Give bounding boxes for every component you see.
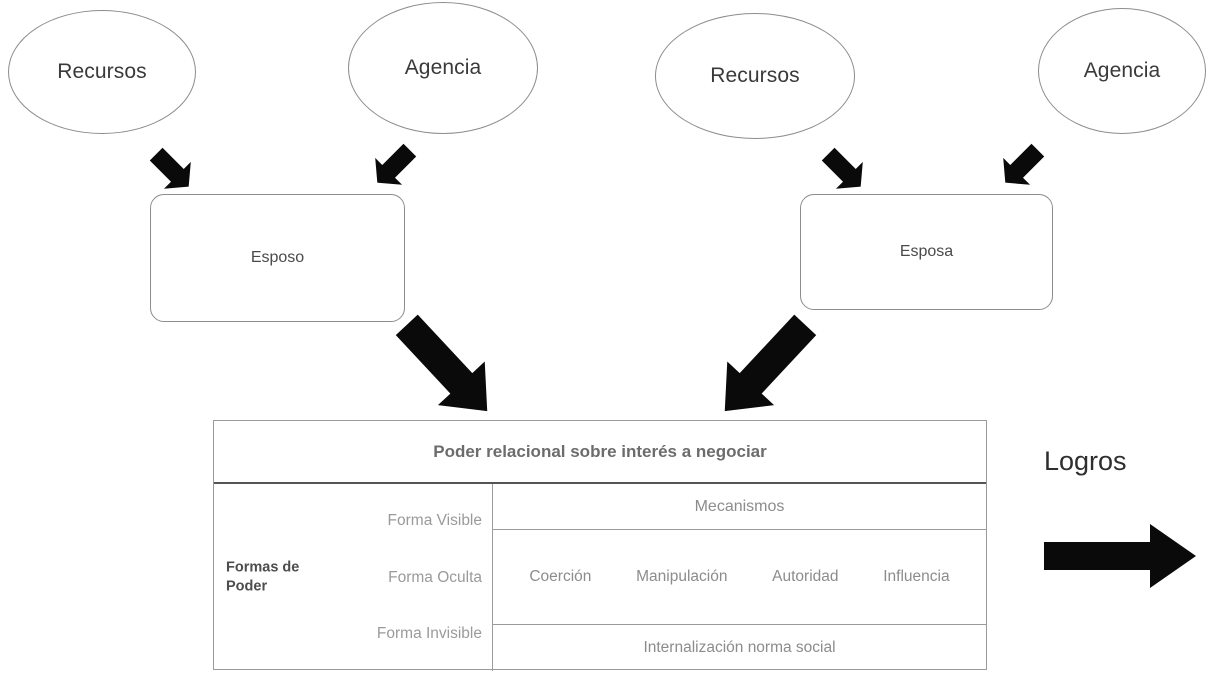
internalizacion-row: Internalización norma social — [493, 625, 986, 671]
mecanismos-items-row: Coerción Manipulación Autoridad Influenc… — [493, 530, 986, 625]
ellipse-label: Agencia — [1083, 59, 1161, 82]
table-header-row: Poder relacional sobre interés a negocia… — [214, 421, 986, 484]
ellipse-agencia-esposa: Agencia — [1038, 8, 1206, 134]
arrow-esposa-to-table — [700, 312, 830, 424]
mecanismo-autoridad: Autoridad — [772, 568, 839, 585]
mecanismo-coercion: Coerción — [529, 568, 592, 585]
arrow-table-to-logros — [1040, 520, 1200, 592]
box-label: Esposo — [250, 249, 305, 266]
arrow-agencia-to-esposo — [360, 132, 430, 198]
forma-oculta-label: Forma Oculta — [388, 569, 482, 586]
internalizacion-label: Internalización norma social — [643, 639, 836, 656]
power-table: Poder relacional sobre interés a negocia… — [213, 420, 987, 671]
ellipse-recursos-esposo: Recursos — [8, 10, 196, 134]
ellipse-agencia-esposo: Agencia — [348, 2, 538, 134]
arrow-recursos-to-esposa — [808, 136, 878, 202]
arrow-recursos-to-esposo — [136, 136, 206, 202]
mecanismos-title-label: Mecanismos — [694, 497, 785, 515]
ellipse-label: Recursos — [710, 64, 800, 87]
formas-de-poder-cell: Formas de Poder Forma Visible Forma Ocul… — [214, 484, 493, 671]
arrow-esposo-to-table — [382, 312, 512, 424]
forma-visible-label: Forma Visible — [387, 512, 482, 529]
box-esposo: Esposo — [150, 194, 405, 322]
table-header-label: Poder relacional sobre interés a negocia… — [433, 441, 767, 461]
ellipse-label: Recursos — [57, 60, 147, 83]
arrow-agencia-to-esposa — [988, 132, 1058, 198]
box-label: Esposa — [899, 243, 954, 260]
mecanismo-influencia: Influencia — [883, 568, 950, 585]
formas-de-poder-title: Formas de Poder — [226, 558, 300, 595]
ellipse-recursos-esposa: Recursos — [655, 13, 855, 139]
table-body: Formas de Poder Forma Visible Forma Ocul… — [214, 484, 986, 671]
forma-invisible-label: Forma Invisible — [376, 625, 482, 642]
ellipse-label: Agencia — [404, 56, 482, 79]
logros-label: Logros — [1044, 446, 1127, 476]
box-esposa: Esposa — [800, 194, 1053, 310]
mecanismos-cell: Mecanismos Coerción Manipulación Autorid… — [493, 484, 986, 671]
mecanismo-manipulacion: Manipulación — [636, 568, 728, 585]
mecanismos-title-row: Mecanismos — [493, 484, 986, 530]
